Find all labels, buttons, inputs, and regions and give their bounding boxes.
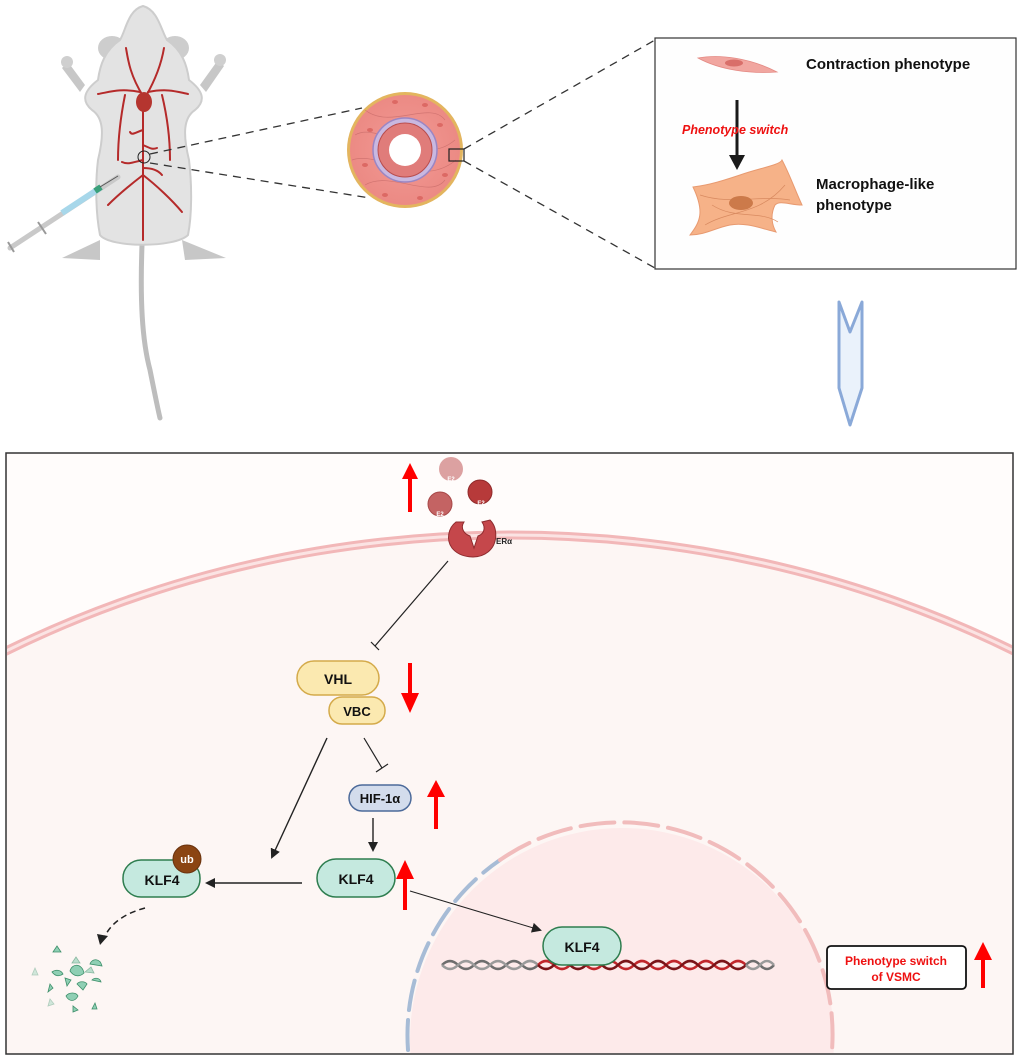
nucleus bbox=[410, 828, 834, 1053]
er-alpha-label: ERα bbox=[496, 537, 512, 546]
inhibition-er-to-vhl bbox=[370, 560, 449, 651]
klf4-up-arrow-icon bbox=[396, 860, 414, 910]
klf4-label-nucleus: KLF4 bbox=[565, 939, 600, 955]
klf4-node-nucleus bbox=[542, 926, 622, 966]
macrophage-like-label-line1: Macrophage-like bbox=[816, 176, 934, 193]
degraded-klf4-fragments-icon bbox=[31, 945, 103, 1013]
e2-label-2: E2 bbox=[436, 512, 444, 518]
phenotype-switch-label: Phenotype switch bbox=[682, 123, 789, 137]
down-arrow-icon bbox=[729, 155, 745, 170]
e2-label-1: E2 bbox=[447, 477, 455, 483]
klf4-label-ubiquitinated: KLF4 bbox=[145, 872, 180, 888]
contraction-phenotype-label: Contraction phenotype bbox=[806, 56, 970, 73]
ub-label: ub bbox=[180, 854, 194, 866]
vbc-label: VBC bbox=[343, 704, 371, 719]
klf4-label-cytoplasm: KLF4 bbox=[339, 871, 374, 887]
syringe-icon bbox=[7, 174, 121, 253]
ubiquitin-icon bbox=[172, 844, 202, 874]
phenotype-switch-up-arrow-icon bbox=[974, 942, 992, 988]
outcome-line-1: Phenotype switch bbox=[845, 954, 947, 968]
zoom-guide-lines-2 bbox=[463, 39, 656, 269]
klf4-node-cytoplasm bbox=[316, 858, 396, 898]
phenotype-zoom-box bbox=[654, 37, 1017, 270]
e2-label-3: E2 bbox=[477, 501, 485, 507]
transition-arrow-icon bbox=[837, 300, 864, 427]
e2-ligands bbox=[427, 457, 493, 517]
outcome-line-2: of VSMC bbox=[871, 970, 921, 984]
degradation-arrow bbox=[103, 907, 146, 939]
zoom-guide-lines-1 bbox=[149, 107, 371, 199]
artery-cross-section bbox=[347, 92, 465, 208]
outcome-box bbox=[826, 945, 967, 990]
hif1a-up-arrow-icon bbox=[427, 780, 445, 829]
mouse-illustration bbox=[7, 4, 226, 421]
vhl-node bbox=[296, 660, 380, 696]
vhl-down-arrow-icon bbox=[401, 663, 419, 713]
er-alpha-receptor-icon bbox=[448, 519, 497, 558]
vhl-label: VHL bbox=[324, 671, 352, 687]
arrow-vhl-to-klf4-ub bbox=[270, 737, 328, 859]
macrophage-like-label-line2: phenotype bbox=[816, 197, 892, 214]
hif1a-label: HIF-1α bbox=[360, 791, 401, 806]
hif1a-node bbox=[348, 784, 412, 812]
inhibition-vhl-to-hif bbox=[363, 737, 389, 773]
e2-up-arrow-icon bbox=[402, 463, 418, 512]
arrow-klf4-to-nucleus bbox=[409, 890, 542, 933]
vbc-node bbox=[328, 696, 386, 725]
